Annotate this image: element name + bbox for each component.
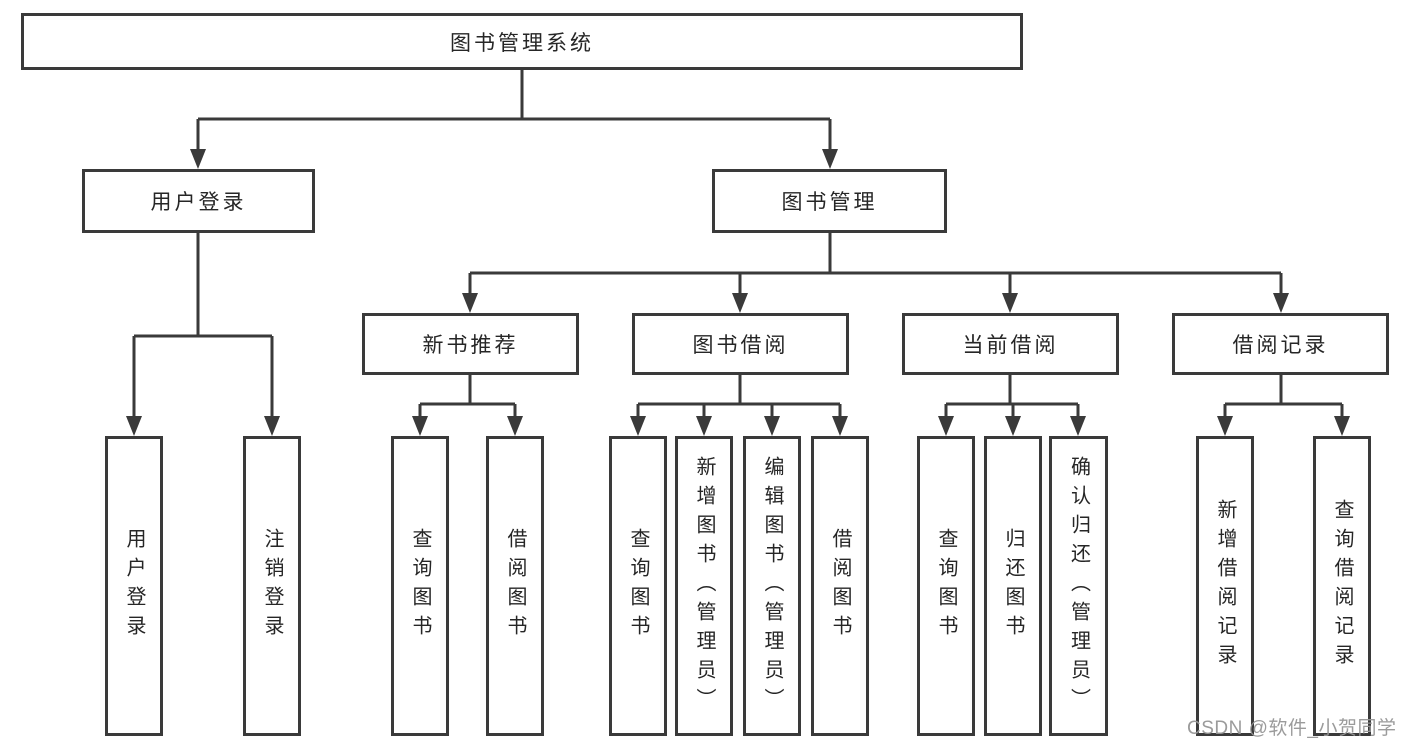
leaf-borrow-books-recommend: 借阅图书 [486,436,544,736]
leaf-user-login: 用户登录 [105,436,163,736]
leaf-borrow-books: 借阅图书 [811,436,869,736]
leaf-query-books-borrow: 查询图书 [609,436,667,736]
node-borrow-records: 借阅记录 [1172,313,1389,375]
node-library-management-system: 图书管理系统 [21,13,1023,70]
node-current-borrow: 当前借阅 [902,313,1119,375]
leaf-return-books: 归还图书 [984,436,1042,736]
leaf-query-books-current: 查询图书 [917,436,975,736]
leaf-add-books-admin: 新增图书（管理员） [675,436,733,736]
node-new-book-recommend: 新书推荐 [362,313,579,375]
leaf-logout: 注销登录 [243,436,301,736]
leaf-query-borrow-record: 查询借阅记录 [1313,436,1371,736]
node-book-management-branch: 图书管理 [712,169,947,233]
csdn-watermark: CSDN @软件_小贺同学 [1187,718,1397,739]
node-user-login-branch: 用户登录 [82,169,315,233]
node-book-borrow: 图书借阅 [632,313,849,375]
leaf-edit-books-admin: 编辑图书（管理员） [743,436,801,736]
leaf-query-books-recommend: 查询图书 [391,436,449,736]
leaf-add-borrow-record: 新增借阅记录 [1196,436,1254,736]
leaf-confirm-return-admin: 确认归还（管理员） [1049,436,1108,736]
